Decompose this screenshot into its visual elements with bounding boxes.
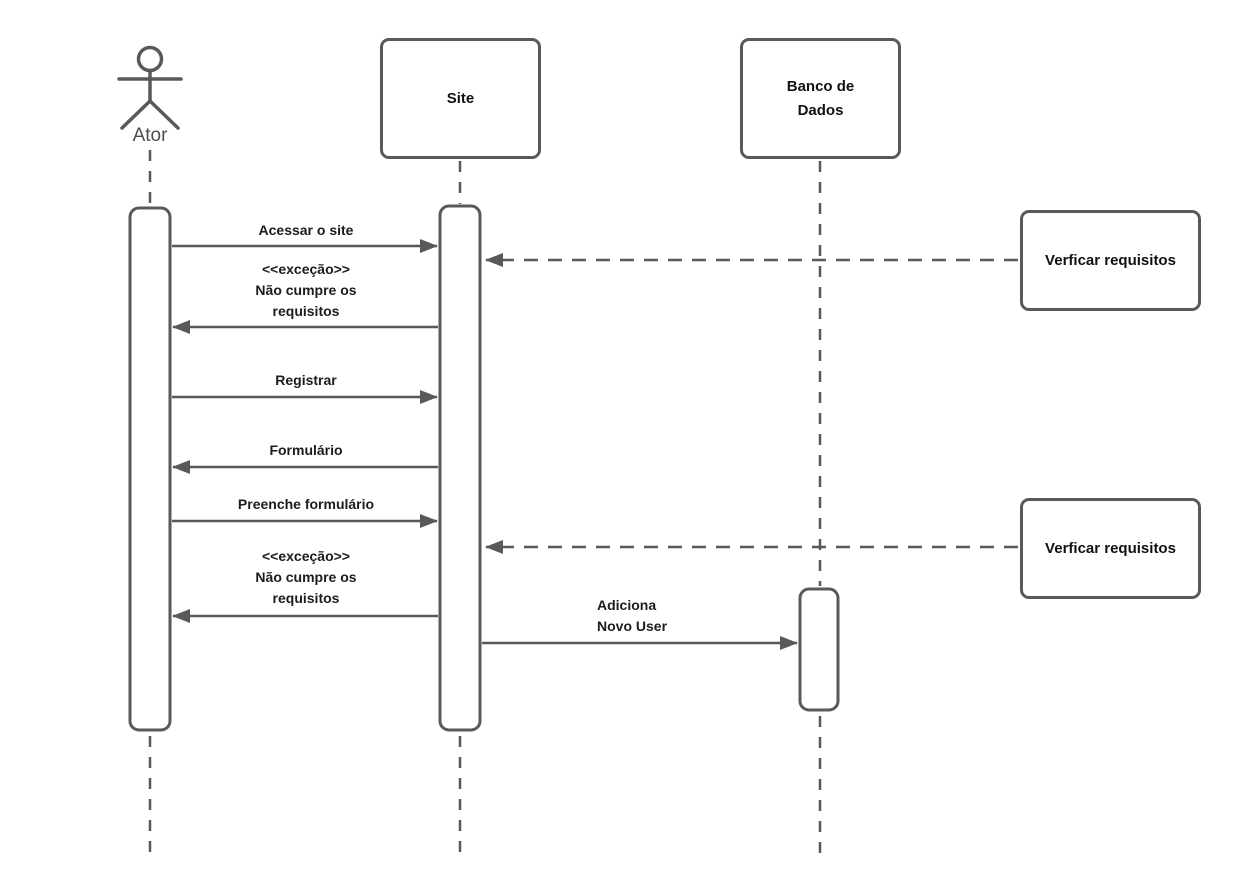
message-label-adiciona-novo-user: Adiciona Novo User [597,597,668,634]
message-label-preenche-formulario: Preenche formulário [237,496,375,512]
verficar-note-2-label: Verficar requisitos [1045,539,1176,557]
verficar-requisitos-note-1: Verficar requisitos [1020,210,1201,311]
message-label-acessar-o-site: Acessar o site [258,222,354,238]
banco-box-label-line1: Banco de [786,77,855,95]
ator-activation-bar [128,206,172,732]
actor-label: Ator [132,125,168,146]
banco-de-dados-box: Banco de Dados [740,38,901,159]
actor-figure-icon [117,45,183,130]
message-label-registrar: Registrar [275,372,337,388]
message-label-excecao-2: <<exceção>> Não cumpre os requisitos [255,548,357,606]
banco-box-label-line2: Dados [797,101,844,119]
banco-activation-bar [798,587,840,712]
site-box: Site [380,38,541,159]
message-label-formulario: Formulário [269,442,343,458]
verficar-requisitos-note-2: Verficar requisitos [1020,498,1201,599]
site-box-label: Site [446,89,475,107]
message-label-excecao-1: <<exceção>> Não cumpre os requisitos [255,261,357,319]
site-activation-bar [438,204,482,732]
verficar-note-1-label: Verficar requisitos [1045,251,1176,269]
